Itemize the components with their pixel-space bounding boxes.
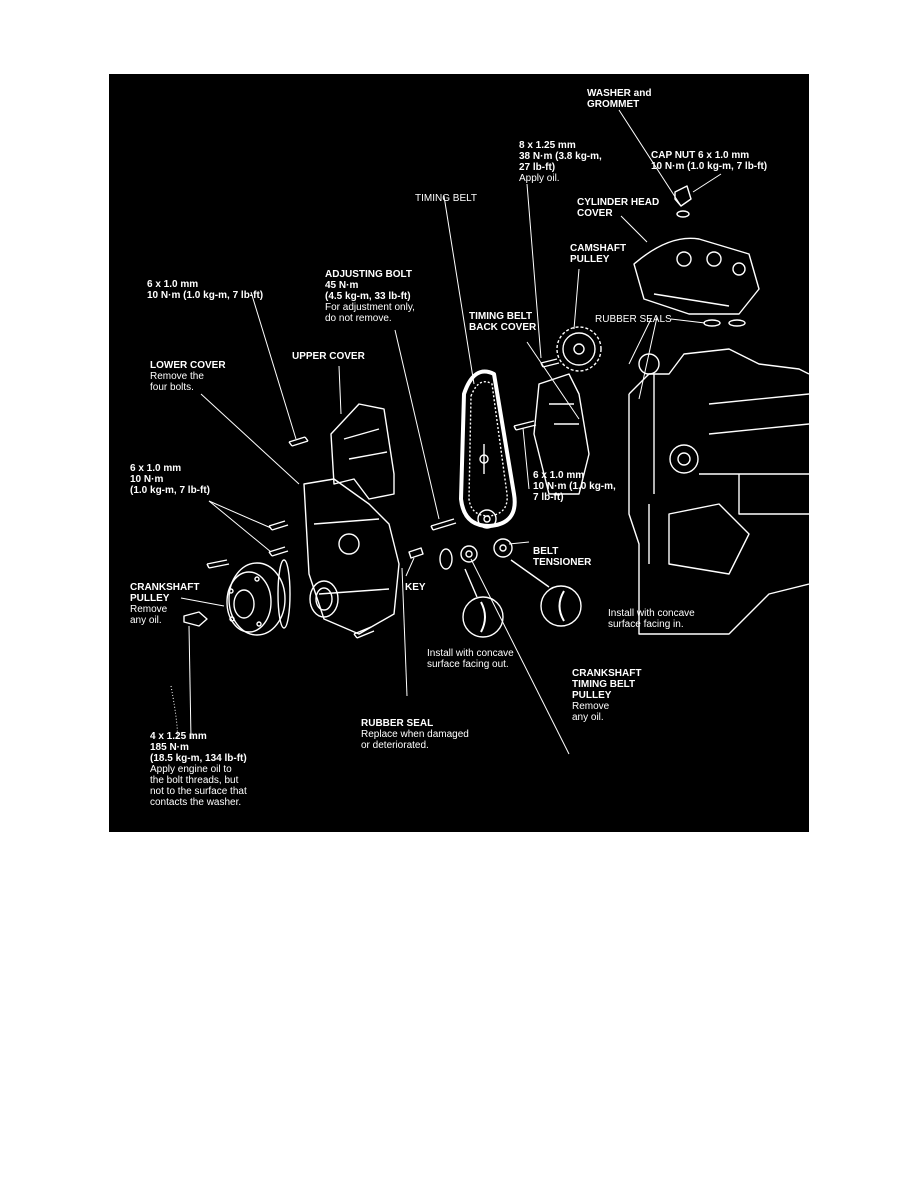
upper-cover-label: UPPER COVER bbox=[292, 351, 365, 362]
rubber-seal-drawing bbox=[309, 580, 339, 618]
lower-cover-drawing bbox=[303, 478, 400, 635]
leader-lines bbox=[170, 109, 722, 755]
crankshaft-pulley-drawing bbox=[226, 559, 291, 636]
rubber-seals bbox=[703, 319, 746, 327]
timing-belt-drawing bbox=[459, 369, 517, 528]
back-cover-drawing bbox=[533, 373, 590, 495]
cylinder-head-cover bbox=[633, 237, 760, 315]
washer-callouts bbox=[462, 559, 582, 638]
crank-timing-pulley-drawing bbox=[439, 545, 478, 570]
belt-tensioner-drawing bbox=[477, 509, 513, 558]
rubber-seals-label: RUBBER SEALS bbox=[595, 314, 672, 325]
cap-nut-drawing bbox=[674, 185, 692, 218]
upper-cover-drawing bbox=[330, 403, 395, 500]
camshaft-pulley-drawing bbox=[556, 326, 602, 372]
key-label: KEY bbox=[405, 582, 426, 593]
timing-belt-label: TIMING BELT bbox=[415, 193, 478, 204]
engine-block bbox=[628, 348, 809, 635]
timing-belt-exploded-view bbox=[170, 109, 809, 755]
